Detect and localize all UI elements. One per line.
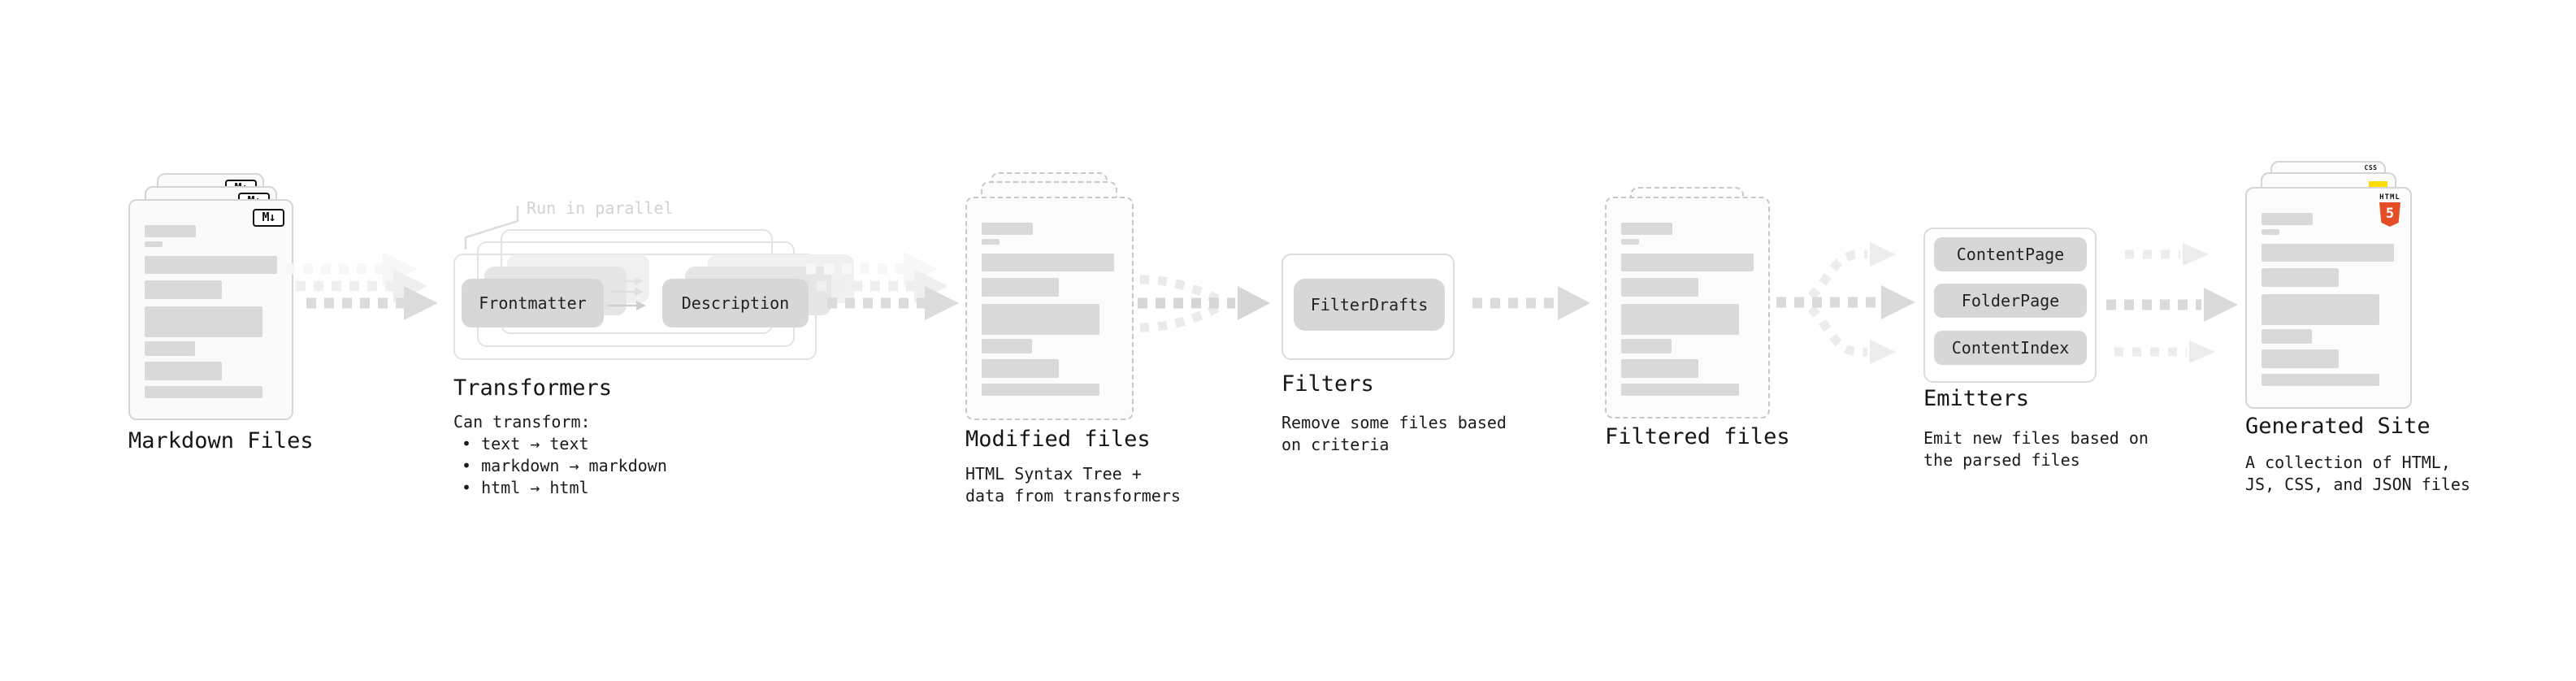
doc-line (1621, 339, 1672, 354)
emitters-desc-line: the parsed files (1923, 450, 2080, 470)
transformers-description: Can transform: • text → text • markdown … (453, 411, 667, 499)
doc-line (982, 278, 1059, 297)
doc-line (2262, 329, 2312, 344)
doc-line (145, 386, 262, 398)
emitters-label: Emitters (1923, 386, 2030, 411)
generated-site-label: Generated Site (2245, 414, 2431, 439)
transformers-label: Transformers (453, 375, 613, 401)
doc-line (2262, 349, 2339, 368)
transformers-desc-line: Can transform: (453, 412, 591, 432)
transformers-bullet: • markdown → markdown (462, 456, 667, 475)
frontmatter-box: Frontmatter (462, 279, 604, 327)
doc-line (2262, 229, 2279, 235)
run-in-parallel-note: Run in parallel (527, 198, 674, 218)
doc-line (1621, 359, 1698, 378)
doc-line (145, 241, 163, 247)
doc-line (982, 359, 1059, 378)
doc-line (2262, 294, 2379, 325)
transformers-bullet: • text → text (462, 434, 589, 453)
contentpage-box: ContentPage (1934, 237, 2087, 271)
generated-desc-line: A collection of HTML, (2245, 453, 2451, 472)
generated-site-description: A collection of HTML, JS, CSS, and JSON … (2245, 452, 2470, 496)
flow-arrows-emitters-to-generated (2106, 243, 2238, 363)
flow-arrow-transformers-to-modified (806, 252, 959, 320)
doc-line (982, 223, 1033, 235)
note-leader-line (464, 206, 519, 249)
flow-arrow-modified-to-filters-merge (1138, 275, 1270, 332)
modified-desc-line: data from transformers (965, 486, 1181, 505)
html5-icon: HTML 5 (2378, 193, 2402, 227)
flow-arrow-filtered-to-emitters-split (1776, 242, 1915, 364)
doc-line (982, 304, 1099, 335)
generated-doc-front: HTML 5 (2245, 187, 2412, 409)
doc-line (145, 362, 222, 380)
modified-files-description: HTML Syntax Tree + data from transformer… (965, 463, 1181, 507)
filters-label: Filters (1281, 371, 1374, 397)
filtered-doc-front (1605, 197, 1770, 419)
doc-line (1621, 239, 1639, 245)
doc-line (2262, 268, 2339, 287)
doc-line (145, 306, 262, 337)
doc-line (1621, 278, 1698, 297)
description-box: Description (662, 279, 809, 327)
doc-line (2262, 213, 2313, 225)
doc-line (1621, 384, 1739, 396)
doc-line (2262, 374, 2379, 386)
modified-doc-front (965, 197, 1134, 420)
modified-files-label: Modified files (965, 427, 1151, 452)
filters-description: Remove some files based on criteria (1281, 412, 1507, 456)
doc-line (982, 239, 1000, 245)
doc-line (145, 341, 195, 356)
doc-line (1621, 223, 1672, 235)
parallel-arrows-icon (608, 277, 646, 310)
doc-line (2262, 244, 2394, 262)
generated-desc-line: JS, CSS, and JSON files (2245, 475, 2470, 494)
filtered-files-label: Filtered files (1605, 424, 1790, 449)
transformers-bullet: • html → html (462, 478, 589, 497)
markdown-icon: M↓ (253, 209, 284, 227)
folderpage-box: FolderPage (1934, 284, 2087, 318)
doc-line (1621, 254, 1754, 271)
doc-line (145, 256, 277, 274)
filterdrafts-box: FilterDrafts (1294, 279, 1445, 331)
doc-line (982, 339, 1032, 354)
emitters-description: Emit new files based on the parsed files (1923, 427, 2149, 471)
doc-line (982, 384, 1099, 396)
markdown-files-label: Markdown Files (128, 428, 314, 453)
doc-line (982, 254, 1114, 271)
contentindex-box: ContentIndex (1934, 331, 2087, 365)
filters-desc-line: on criteria (1281, 435, 1390, 454)
emitters-desc-line: Emit new files based on (1923, 428, 2149, 448)
doc-line (145, 225, 196, 237)
flow-arrow-markdown-to-transformers (285, 252, 438, 320)
modified-desc-line: HTML Syntax Tree + (965, 464, 1142, 484)
flow-arrow-filters-to-filtered (1472, 286, 1590, 320)
doc-line (145, 280, 222, 299)
filters-desc-line: Remove some files based (1281, 413, 1507, 432)
markdown-doc-front: M↓ (128, 199, 293, 420)
doc-line (1621, 304, 1739, 335)
